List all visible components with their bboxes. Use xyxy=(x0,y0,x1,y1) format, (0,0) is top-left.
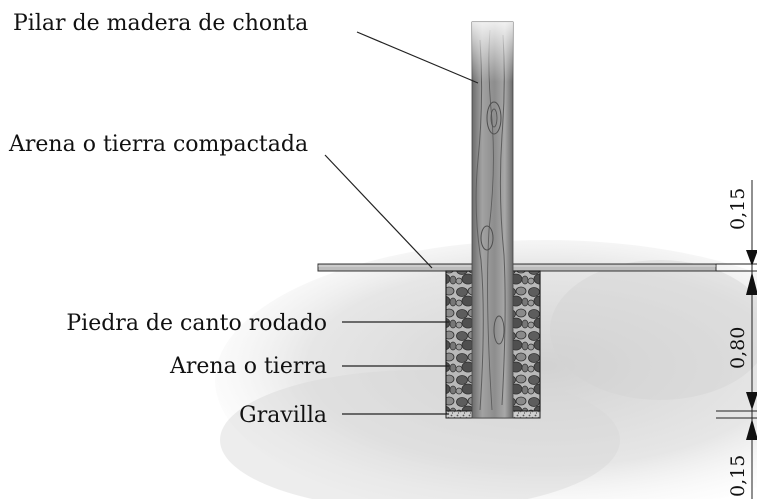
dimension-arrow-mid-bottom xyxy=(746,392,757,410)
dimension-bottom-label: 0,15 xyxy=(727,455,749,497)
dimension-arrow-mid-top xyxy=(746,272,757,295)
dimension-arrow-top xyxy=(746,250,757,266)
leader-lines xyxy=(324,31,479,415)
label-sand-or-earth: Arena o tierra xyxy=(169,354,327,379)
label-compacted-fill: Arena o tierra compactada xyxy=(8,132,308,157)
label-pillar: Pilar de madera de chonta xyxy=(13,11,308,36)
leader-compacted-fill xyxy=(324,154,433,269)
dimension-middle-label: 0,80 xyxy=(727,327,749,369)
dimension-arrow-bottom xyxy=(746,419,757,440)
dimension-top-label: 0,15 xyxy=(727,188,749,230)
label-boulder-stone: Piedra de canto rodado xyxy=(66,311,327,336)
wooden-pillar xyxy=(471,21,514,419)
dimension-marks xyxy=(716,180,757,499)
leader-pillar xyxy=(356,31,479,84)
label-gravel: Gravilla xyxy=(239,403,327,428)
compacted-surface-layer xyxy=(317,263,717,272)
